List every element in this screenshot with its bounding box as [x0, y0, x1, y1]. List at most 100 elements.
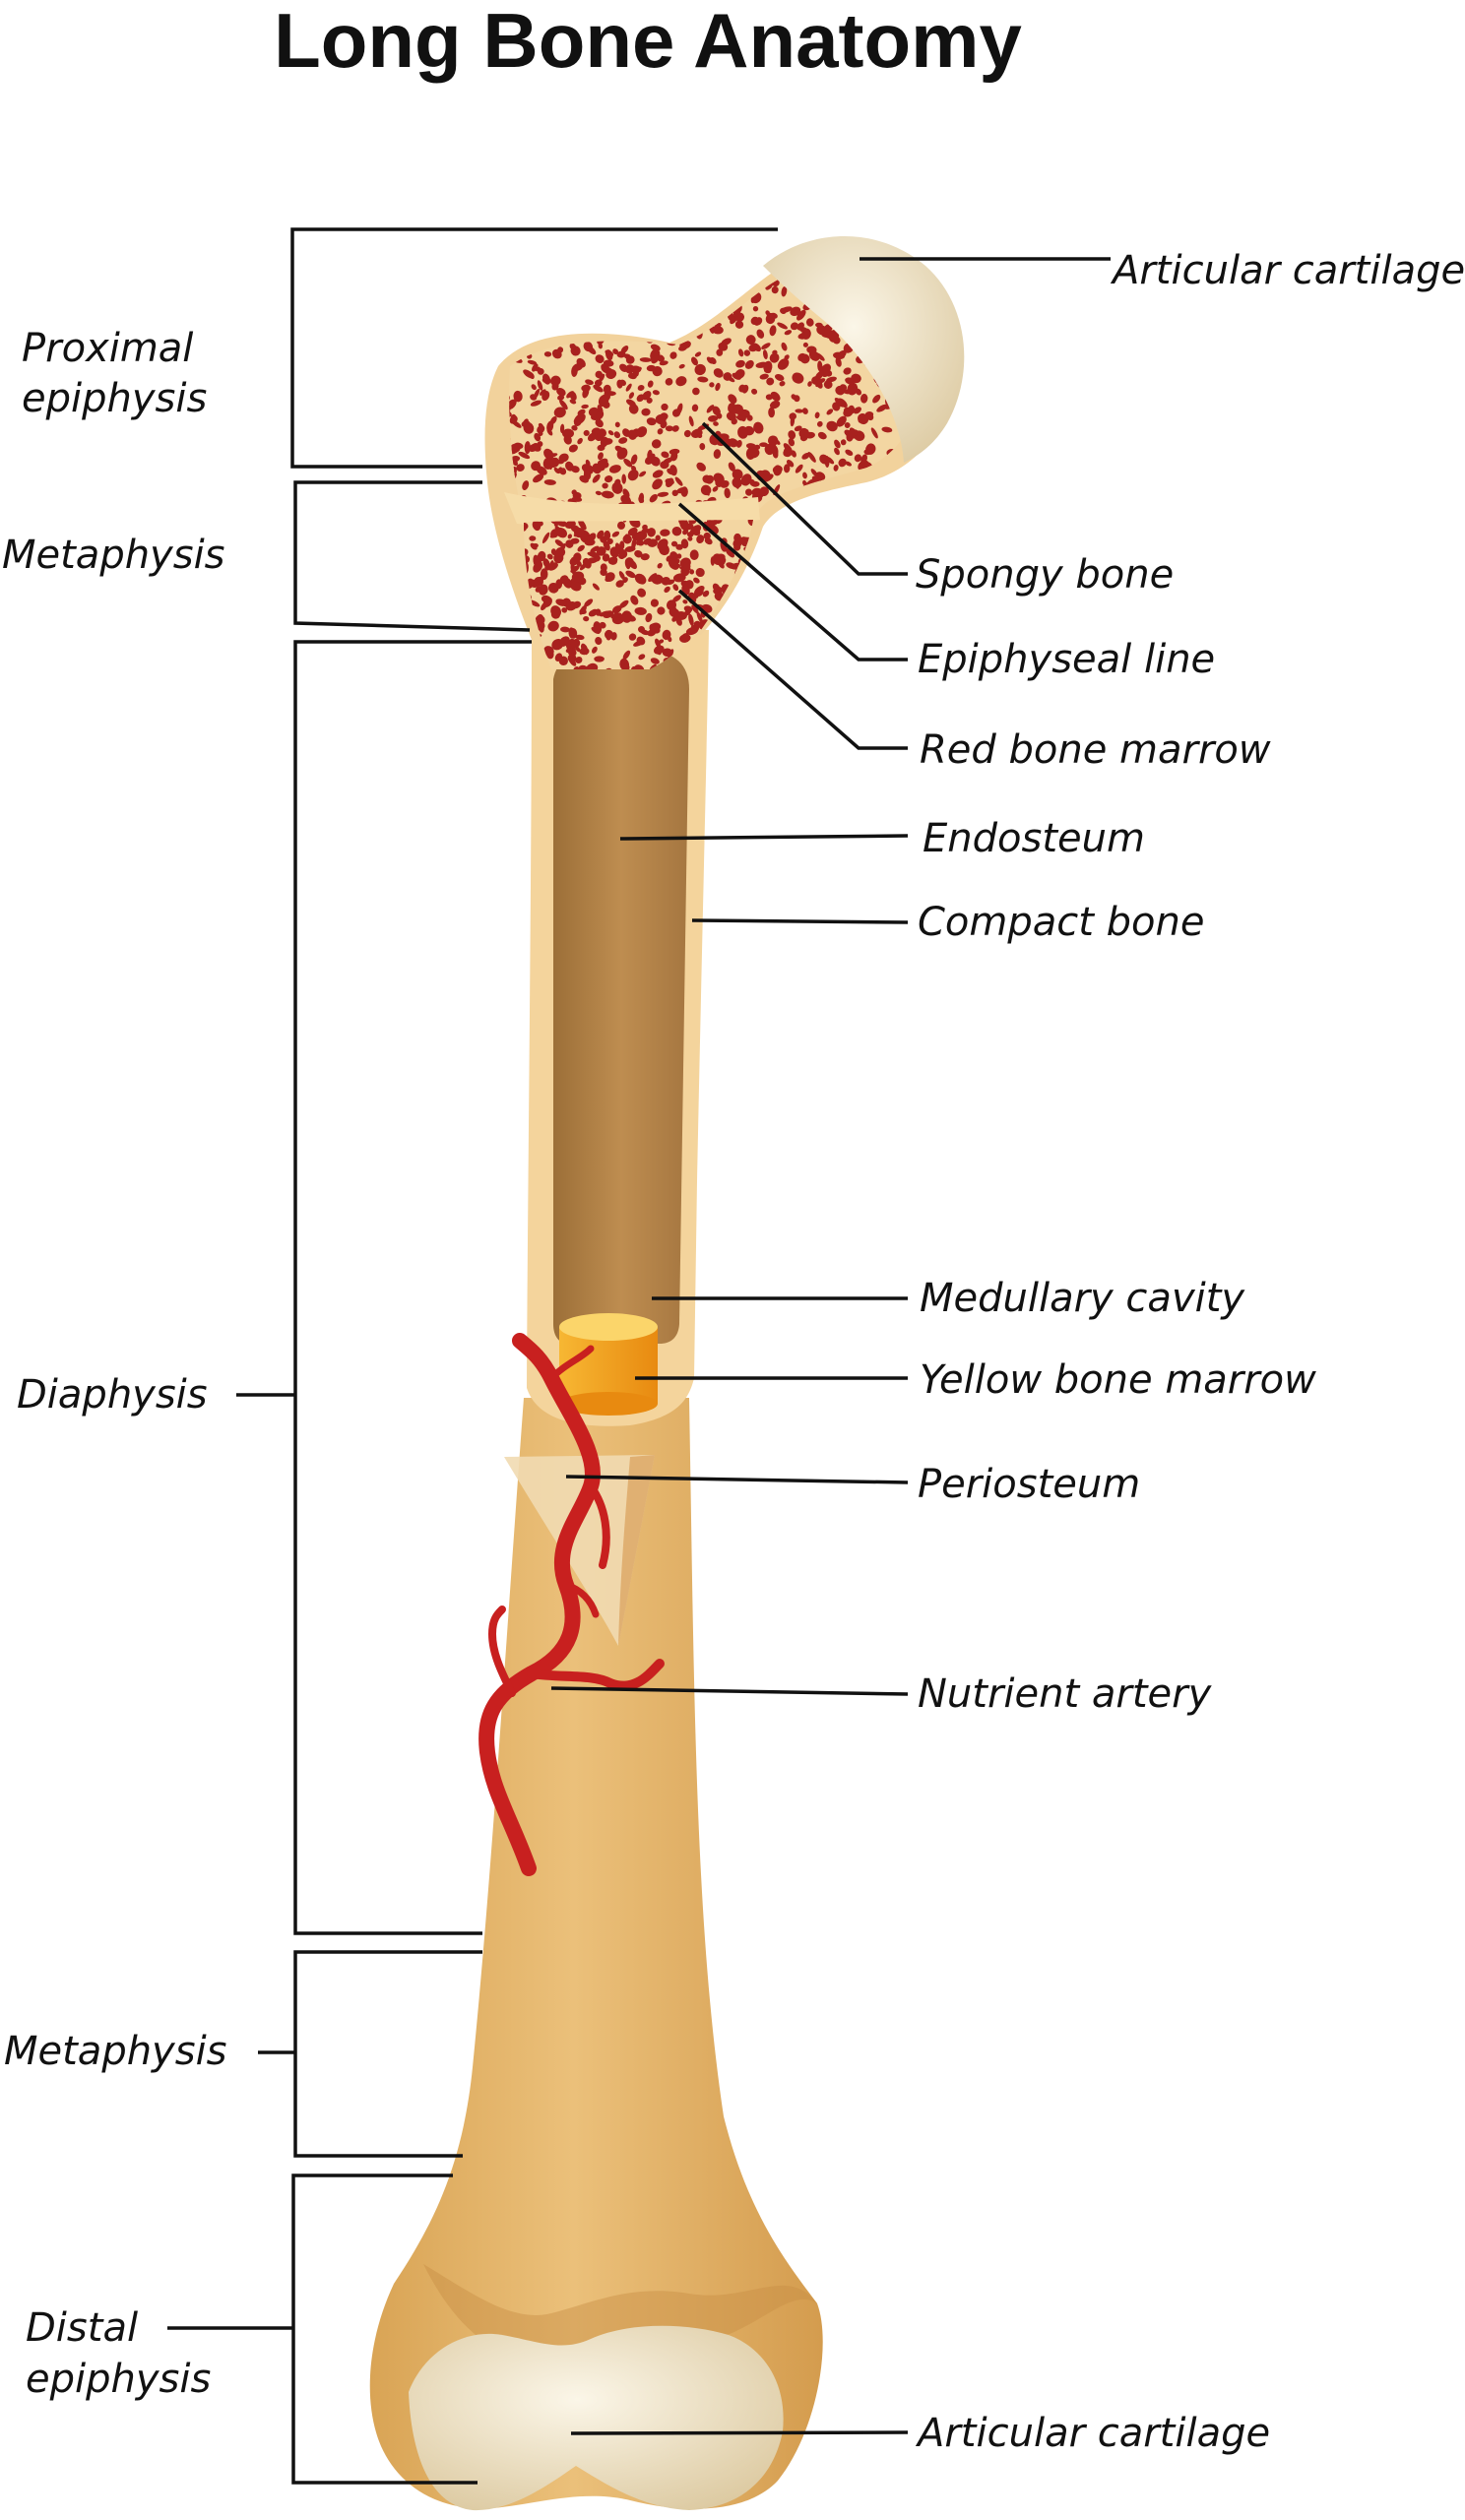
spongy-trabecula: [817, 431, 827, 440]
spongy-trabecula: [749, 635, 753, 643]
label-metaphysis-upper: Metaphysis: [2, 533, 225, 578]
spongy-trabecula: [806, 346, 817, 354]
spongy-trabecula: [537, 441, 543, 448]
spongy-trabecula: [622, 488, 630, 499]
spongy-trabecula: [756, 594, 770, 603]
spongy-trabecula: [681, 258, 693, 267]
spongy-trabecula: [524, 274, 531, 280]
spongy-trabecula: [575, 656, 583, 664]
spongy-trabecula: [621, 296, 627, 303]
spongy-trabecula: [577, 437, 583, 445]
spongy-trabecula: [661, 576, 670, 586]
spongy-trabecula: [942, 259, 955, 274]
spongy-trabecula: [655, 413, 667, 425]
spongy-trabecula: [624, 308, 635, 318]
spongy-trabecula: [845, 461, 852, 467]
spongy-trabecula: [620, 346, 629, 353]
spongy-trabecula: [669, 551, 678, 562]
spongy-trabecula: [627, 527, 638, 536]
spongy-trabecula: [636, 394, 645, 403]
spongy-trabecula: [585, 306, 595, 317]
spongy-trabecula: [860, 394, 868, 404]
spongy-trabecula: [771, 285, 779, 294]
spongy-trabecula: [628, 633, 637, 641]
spongy-trabecula: [545, 453, 558, 459]
spongy-trabecula: [543, 646, 554, 657]
spongy-trabecula: [556, 387, 566, 397]
spongy-trabecula: [717, 274, 725, 275]
spongy-trabecula: [710, 556, 715, 566]
spongy-trabecula: [732, 409, 737, 414]
spongy-trabecula: [752, 630, 753, 641]
spongy-trabecula: [721, 338, 732, 346]
spongy-trabecula: [510, 301, 524, 310]
spongy-trabecula: [858, 417, 862, 423]
spongy-trabecula: [942, 249, 955, 263]
spongy-trabecula: [509, 443, 521, 453]
spongy-trabecula: [574, 313, 581, 324]
spongy-trabecula: [500, 318, 506, 326]
spongy-trabecula: [592, 646, 598, 654]
spongy-trabecula: [810, 469, 818, 476]
spongy-trabecula: [611, 481, 623, 494]
spongy-trabecula: [756, 329, 765, 339]
spongy-trabecula: [582, 557, 592, 569]
spongy-trabecula: [522, 315, 529, 324]
spongy-trabecula: [559, 295, 567, 301]
spongy-trabecula: [509, 286, 517, 296]
spongy-trabecula: [524, 657, 528, 667]
spongy-trabecula: [608, 465, 621, 473]
spongy-trabecula: [742, 598, 753, 608]
spongy-trabecula: [625, 280, 632, 286]
spongy-trabecula: [588, 298, 599, 311]
spongy-trabecula: [716, 643, 728, 653]
spongy-trabecula: [637, 539, 645, 546]
spongy-trabecula: [795, 409, 803, 413]
spongy-trabecula: [528, 291, 538, 301]
spongy-trabecula: [572, 319, 583, 331]
spongy-trabecula: [846, 535, 855, 542]
spongy-trabecula: [672, 595, 681, 602]
spongy-trabecula: [735, 359, 745, 368]
spongy-trabecula: [886, 529, 895, 532]
spongy-trabecula: [547, 255, 552, 267]
spongy-trabecula: [537, 287, 547, 299]
spongy-trabecula: [621, 610, 632, 623]
spongy-trabecula: [650, 658, 660, 664]
spongy-trabecula: [581, 384, 591, 392]
spongy-trabecula: [611, 531, 620, 537]
spongy-trabecula: [688, 415, 694, 427]
spongy-trabecula: [945, 518, 954, 532]
spongy-trabecula: [697, 376, 709, 383]
spongy-trabecula: [595, 637, 603, 645]
spongy-trabecula: [548, 309, 557, 318]
spongy-trabecula: [489, 271, 499, 278]
spongy-trabecula: [687, 536, 693, 541]
spongy-trabecula: [550, 252, 561, 262]
spongy-trabecula: [650, 255, 658, 267]
spongy-trabecula: [722, 288, 730, 294]
spongy-trabecula: [594, 656, 605, 662]
spongy-trabecula: [558, 656, 568, 666]
spongy-trabecula: [801, 408, 808, 414]
spongy-trabecula: [645, 612, 653, 623]
spongy-trabecula: [799, 434, 808, 442]
spongy-trabecula: [642, 326, 652, 337]
spongy-trabecula: [694, 585, 705, 596]
spongy-trabecula: [729, 618, 737, 631]
spongy-trabecula: [679, 520, 689, 530]
spongy-trabecula: [527, 274, 535, 279]
spongy-trabecula: [727, 649, 733, 658]
spongy-trabecula: [547, 582, 559, 594]
spongy-trabecula: [544, 463, 551, 470]
spongy-trabecula: [570, 563, 576, 576]
spongy-trabecula: [833, 465, 839, 472]
spongy-trabecula: [618, 549, 628, 558]
spongy-trabecula: [668, 559, 679, 570]
left-brackets: [167, 227, 778, 2485]
spongy-trabecula: [562, 295, 570, 302]
spongy-trabecula: [664, 294, 671, 302]
spongy-trabecula: [650, 575, 656, 582]
bracket-metaphysis-upper: [293, 480, 531, 632]
spongy-trabecula: [834, 439, 841, 449]
